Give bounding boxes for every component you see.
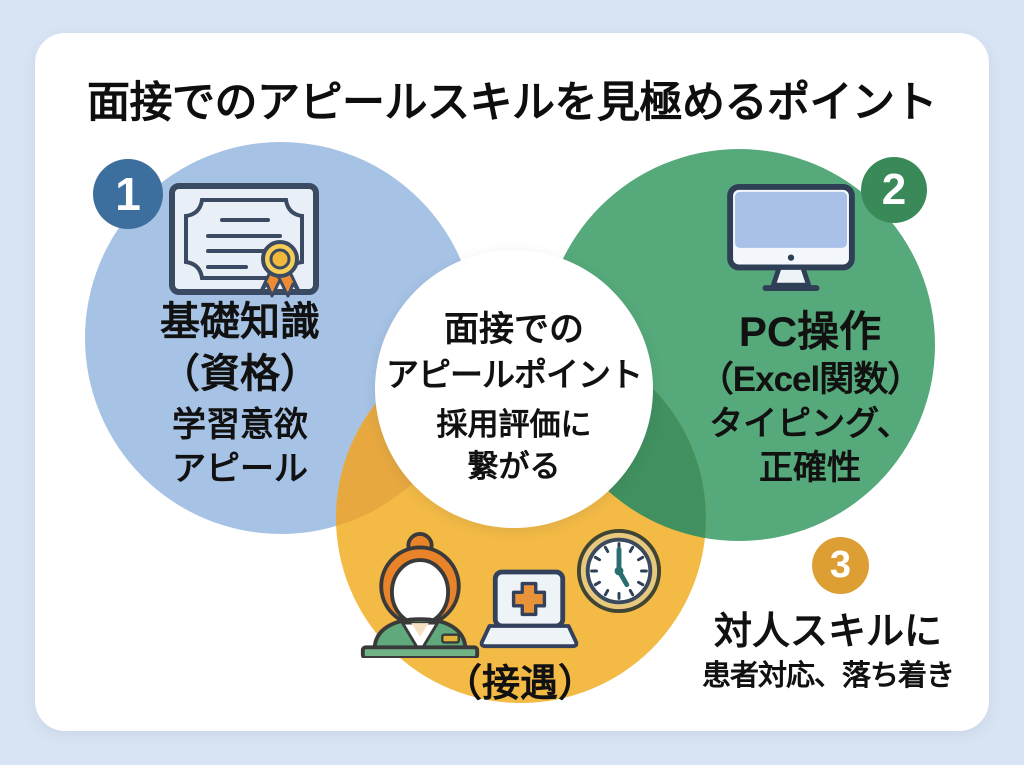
page-title: 面接でのアピールスキルを見極めるポイント [87, 79, 938, 127]
badge-1: 1 [93, 159, 163, 229]
desktop-monitor-icon [727, 183, 855, 292]
pc-subtext: タイピング、 正確性 [655, 402, 965, 490]
pc-sub-line1: タイピング、 [709, 405, 911, 443]
knowledge-sub-line1: 学習意欲 [172, 406, 308, 444]
interpersonal-title: 対人スキルに [713, 611, 942, 653]
center-line3: 採用評価に [436, 407, 592, 442]
center-line1: 面接での [443, 310, 584, 349]
pc-sub-line2: 正確性 [759, 449, 861, 488]
center-line4: 繋がる [467, 449, 561, 484]
receptionist-icon [360, 531, 480, 658]
reception-label: （接遇） [443, 663, 596, 705]
badge-3: 3 [812, 537, 869, 594]
pc-title-line2: （Excel関数） [698, 360, 922, 399]
knowledge-title-line1: 基礎知識 [160, 300, 320, 344]
pc-title-line1: PC操作 [738, 308, 882, 355]
clock-icon [576, 528, 662, 614]
medical-laptop-icon [479, 569, 579, 649]
certificate-icon [169, 183, 319, 298]
knowledge-subtext: 学習意欲 アピール [90, 404, 390, 491]
knowledge-title-line2: （資格） [160, 352, 320, 396]
center-circle [375, 250, 653, 528]
knowledge-title: 基礎知識 （資格） [90, 296, 390, 400]
center-line2: アピールポイント [386, 356, 643, 393]
badge-2: 2 [861, 157, 927, 223]
interpersonal-subtext: 患者対応、落ち着き [701, 660, 955, 692]
knowledge-sub-line2: アピール [172, 449, 308, 488]
